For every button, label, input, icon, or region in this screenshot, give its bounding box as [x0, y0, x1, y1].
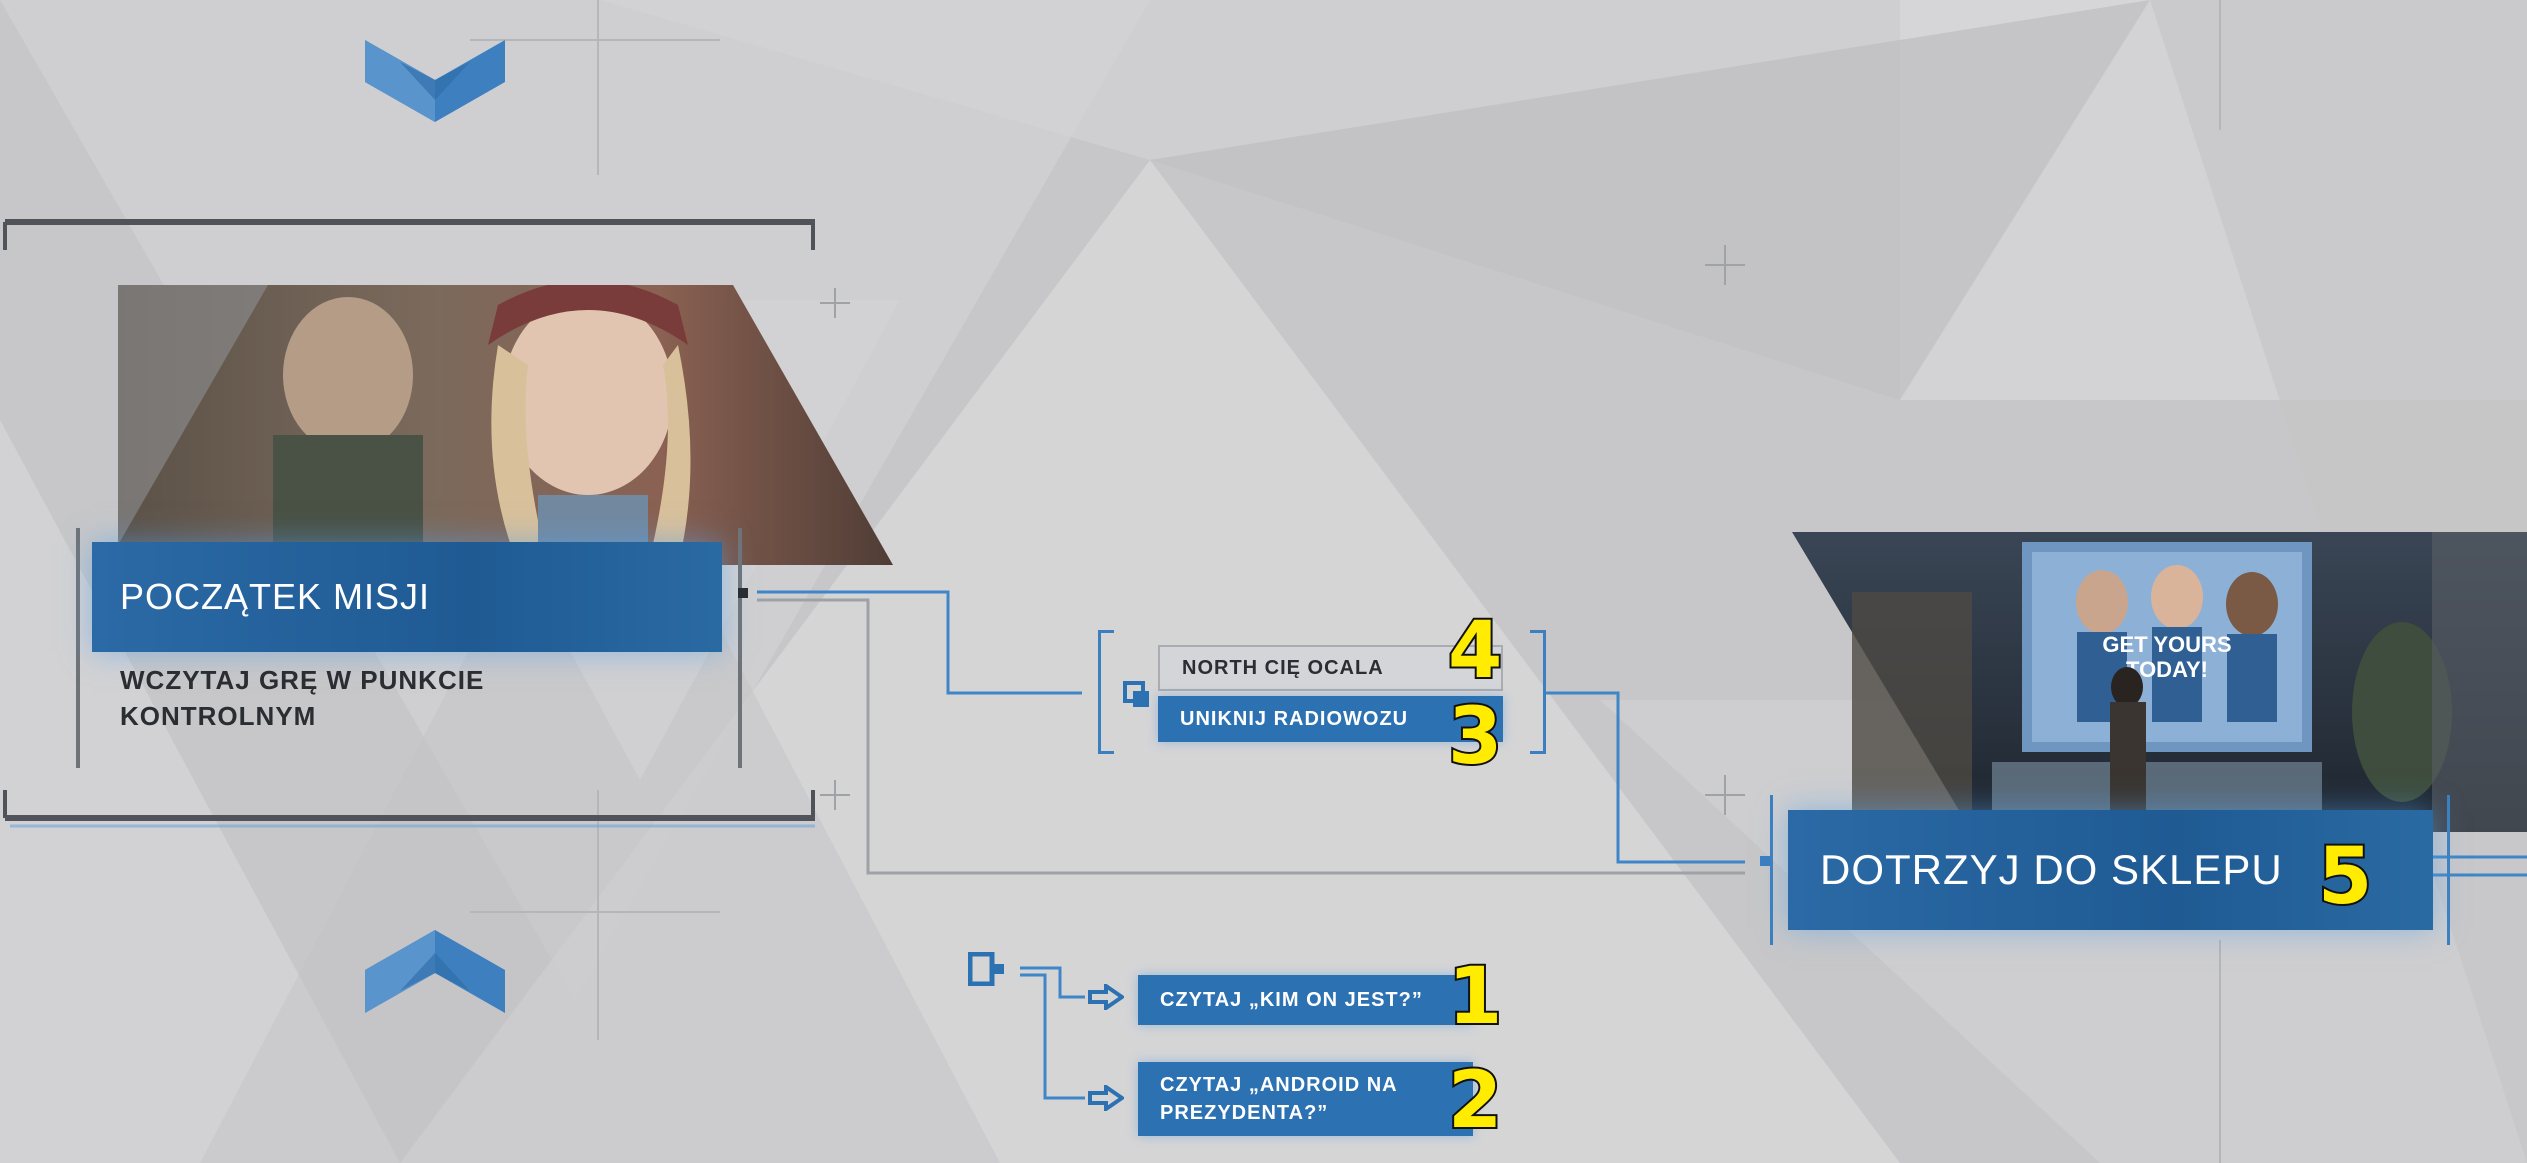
checkpoint-node-icon: [968, 952, 1004, 986]
start-node-subtitle-line2: KONTROLNYM: [120, 701, 317, 731]
action-czytaj-android-na-prezydenta[interactable]: CZYTAJ „ANDROID NA PREZYDENTA?”: [1138, 1062, 1473, 1136]
choices-bracket-left: [1098, 630, 1114, 754]
branch-node-icon: [1123, 681, 1149, 707]
end-node-connector: [1760, 856, 1770, 866]
action-2-label-line1: CZYTAJ „ANDROID NA: [1160, 1074, 1398, 1096]
action-2-label-line2: PREZYDENTA?”: [1160, 1102, 1329, 1124]
start-node-title-text: POCZĄTEK MISJI: [120, 576, 431, 617]
end-node[interactable]: GET YOURS TODAY! DOTRZYJ DO SKLEPU 5: [1740, 520, 2527, 970]
chevron-up-icon[interactable]: [365, 928, 505, 1013]
choice-north-label: NORTH CIĘ OCALA: [1182, 656, 1384, 679]
choice-uniknij-label: UNIKNIJ RADIOWOZU: [1180, 707, 1409, 730]
start-node-bracket: [76, 528, 742, 768]
end-node-thumbnail: GET YOURS TODAY!: [1792, 532, 2527, 832]
end-node-title-text: DOTRZYJ DO SKLEPU: [1820, 846, 2283, 893]
end-node-title: DOTRZYJ DO SKLEPU: [1788, 810, 2433, 930]
action-czytaj-kim-on-jest[interactable]: CZYTAJ „KIM ON JEST?”: [1138, 975, 1473, 1025]
arrow-right-icon: [1088, 1085, 1124, 1111]
number-label-5: 5: [2316, 832, 2374, 922]
action-1-label: CZYTAJ „KIM ON JEST?”: [1160, 988, 1423, 1011]
choice-north-cie-ocala[interactable]: NORTH CIĘ OCALA: [1158, 645, 1503, 691]
choices-bracket-right: [1530, 630, 1546, 754]
number-label-4: 4: [1446, 606, 1504, 696]
number-label-2: 2: [1446, 1056, 1504, 1146]
number-label-1: 1: [1446, 952, 1504, 1042]
chevron-down-icon[interactable]: [365, 40, 505, 125]
start-node-subtitle-line1: WCZYTAJ GRĘ W PUNKCIE: [120, 665, 485, 695]
choices-group: [1090, 630, 1560, 760]
billboard-text-1: GET YOURS: [2102, 632, 2231, 657]
start-node-thumbnail: [118, 285, 893, 565]
number-label-3: 3: [1446, 692, 1504, 782]
start-node[interactable]: POCZĄTEK MISJI WCZYTAJ GRĘ W PUNKCIE KON…: [0, 0, 900, 830]
choice-uniknij-radiowozu[interactable]: UNIKNIJ RADIOWOZU: [1158, 696, 1503, 742]
arrow-right-icon: [1088, 984, 1124, 1010]
start-node-subtitle: WCZYTAJ GRĘ W PUNKCIE KONTROLNYM: [120, 662, 484, 734]
end-node-bracket: [1770, 795, 2450, 945]
start-node-connector: [738, 588, 748, 598]
start-node-title: POCZĄTEK MISJI: [92, 542, 722, 652]
